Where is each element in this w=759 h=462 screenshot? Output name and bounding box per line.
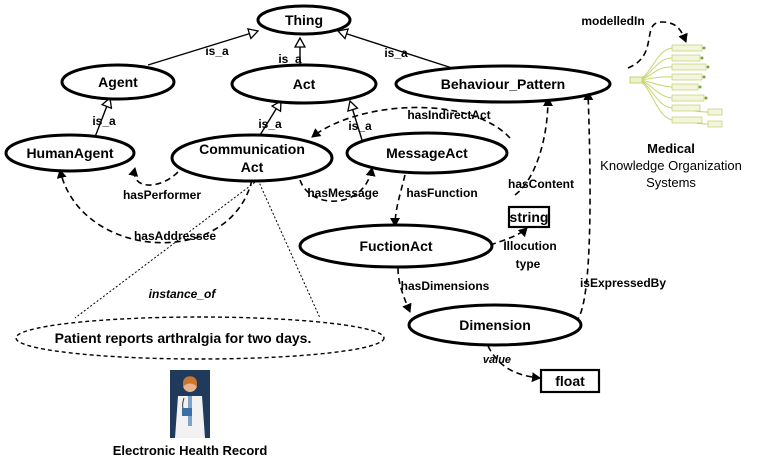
label-value: value (483, 354, 511, 366)
node-thing: Thing (256, 4, 352, 36)
label-is-a-behaviour: is_a (384, 46, 408, 60)
node-message-act: MessageAct (345, 131, 509, 175)
edge-has-indirect-act (311, 106, 511, 139)
side-panel-line2: Knowledge Organization (600, 158, 742, 173)
label-has-function: hasFunction (406, 186, 477, 200)
node-agent: Agent (60, 63, 176, 101)
edge-is-expressed-by (574, 91, 594, 323)
node-communication-act: Communication Act (170, 133, 334, 183)
label-instance-of: instance_of (149, 287, 217, 301)
label-has-indirect-act: hasIndirectAct (407, 108, 490, 122)
label-illocution-line2: type (516, 257, 541, 271)
svg-text:Communication: Communication (199, 141, 305, 157)
label-is-a-comm: is_a (258, 117, 282, 131)
svg-text:Thing: Thing (285, 12, 323, 28)
label-modelled-in: modelledIn (581, 14, 644, 28)
label-is-a-agent: is_a (205, 44, 229, 58)
label-is-expressed-by: isExpressedBy (580, 276, 666, 290)
svg-text:Act: Act (293, 76, 316, 92)
label-has-content: hasContent (508, 177, 574, 191)
svg-text:Act: Act (241, 159, 264, 175)
edge-comm-act (256, 101, 281, 141)
edge-value (487, 345, 541, 383)
edge-instance-of-right (257, 179, 321, 319)
svg-text:Behaviour_Pattern: Behaviour_Pattern (441, 76, 565, 92)
svg-text:string: string (510, 209, 549, 225)
edge-human-agent (94, 98, 110, 138)
node-dimension: Dimension (407, 303, 583, 347)
node-fuction-act: FuctionAct (298, 223, 494, 269)
node-behaviour-pattern: Behaviour_Pattern (394, 64, 612, 104)
node-float: float (539, 368, 601, 394)
edge-has-performer (128, 167, 179, 186)
node-string: string (507, 205, 551, 229)
side-panel-title: Medical (647, 141, 695, 156)
svg-text:Dimension: Dimension (459, 317, 531, 333)
edge-has-addressee (56, 169, 253, 244)
edge-behaviour-thing (338, 31, 453, 69)
footer-caption: Electronic Health Record (113, 443, 268, 458)
doctor-image (170, 370, 210, 438)
svg-text:MessageAct: MessageAct (386, 145, 468, 161)
svg-text:FuctionAct: FuctionAct (359, 238, 432, 254)
label-has-dimensions: hasDimensions (401, 279, 490, 293)
edge-modelled-in (627, 21, 688, 69)
edge-illocution (489, 227, 528, 246)
edge-has-content (514, 97, 553, 196)
node-act: Act (230, 63, 378, 105)
edge-has-message (299, 167, 376, 202)
edge-has-dimensions (397, 267, 412, 313)
svg-text:HumanAgent: HumanAgent (26, 145, 113, 161)
edge-has-function (390, 174, 406, 227)
svg-text:Agent: Agent (98, 74, 138, 90)
label-has-performer: hasPerformer (123, 188, 201, 202)
label-is-a-message: is_a (348, 119, 372, 133)
side-panel-line3: Systems (646, 175, 696, 190)
label-is-a-act: is_a (278, 52, 302, 66)
medical-kos-tree-image (629, 44, 723, 128)
node-patient-statement: Patient reports arthralgia for two days. (15, 316, 385, 360)
svg-text:float: float (555, 373, 585, 389)
label-has-message: hasMessage (307, 186, 379, 200)
label-is-a-human: is_a (92, 114, 116, 128)
label-has-addressee: hasAddressee (134, 229, 216, 243)
svg-text:Patient reports arthralgia for: Patient reports arthralgia for two days. (55, 330, 312, 346)
edge-message-act (350, 101, 363, 141)
label-illocution-line1: Illocution (503, 239, 556, 253)
node-human-agent: HumanAgent (4, 133, 136, 173)
edge-agent-thing (147, 31, 258, 66)
